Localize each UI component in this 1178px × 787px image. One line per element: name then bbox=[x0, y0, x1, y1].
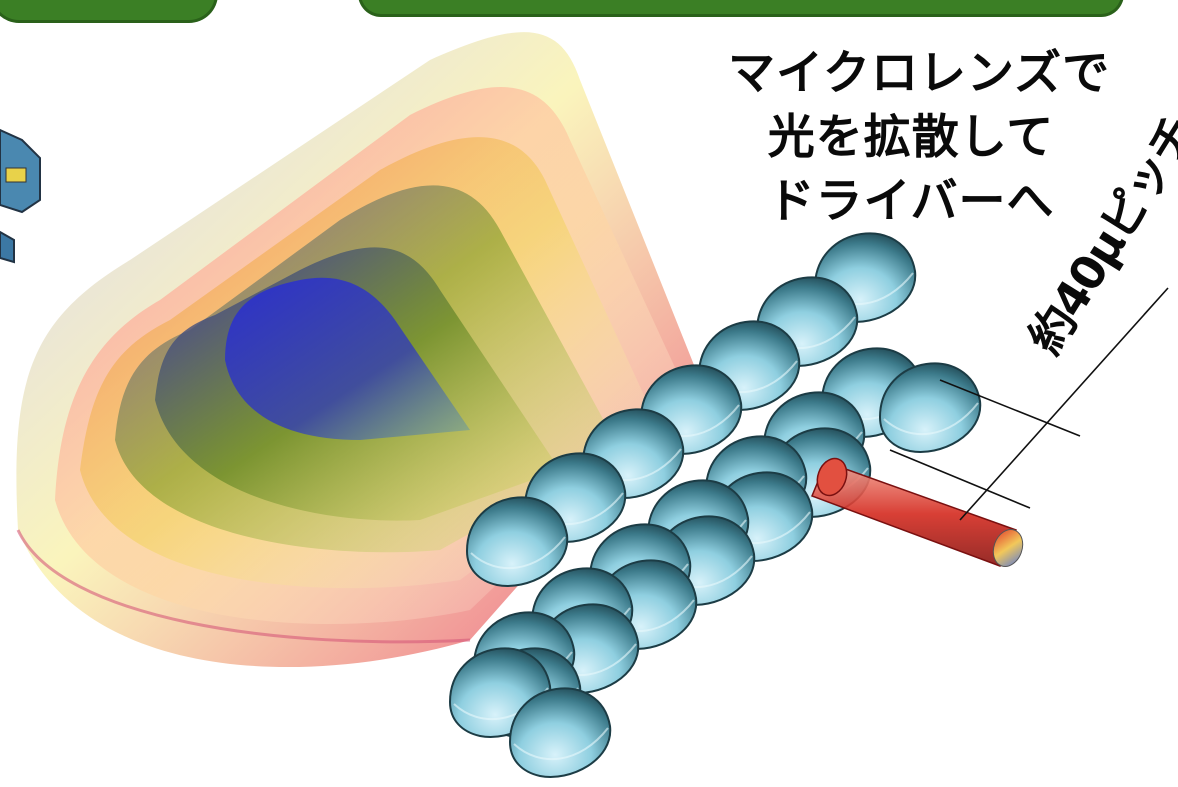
light-beam bbox=[812, 454, 1028, 570]
caption-line-3: ドライバーへ bbox=[728, 170, 1094, 234]
caption-line-1: マイクロレンズで bbox=[728, 42, 1094, 106]
device-fragment bbox=[0, 130, 40, 262]
caption: マイクロレンズで 光を拡散して ドライバーへ bbox=[728, 42, 1094, 234]
caption-line-2: 光を拡散して bbox=[728, 106, 1094, 170]
